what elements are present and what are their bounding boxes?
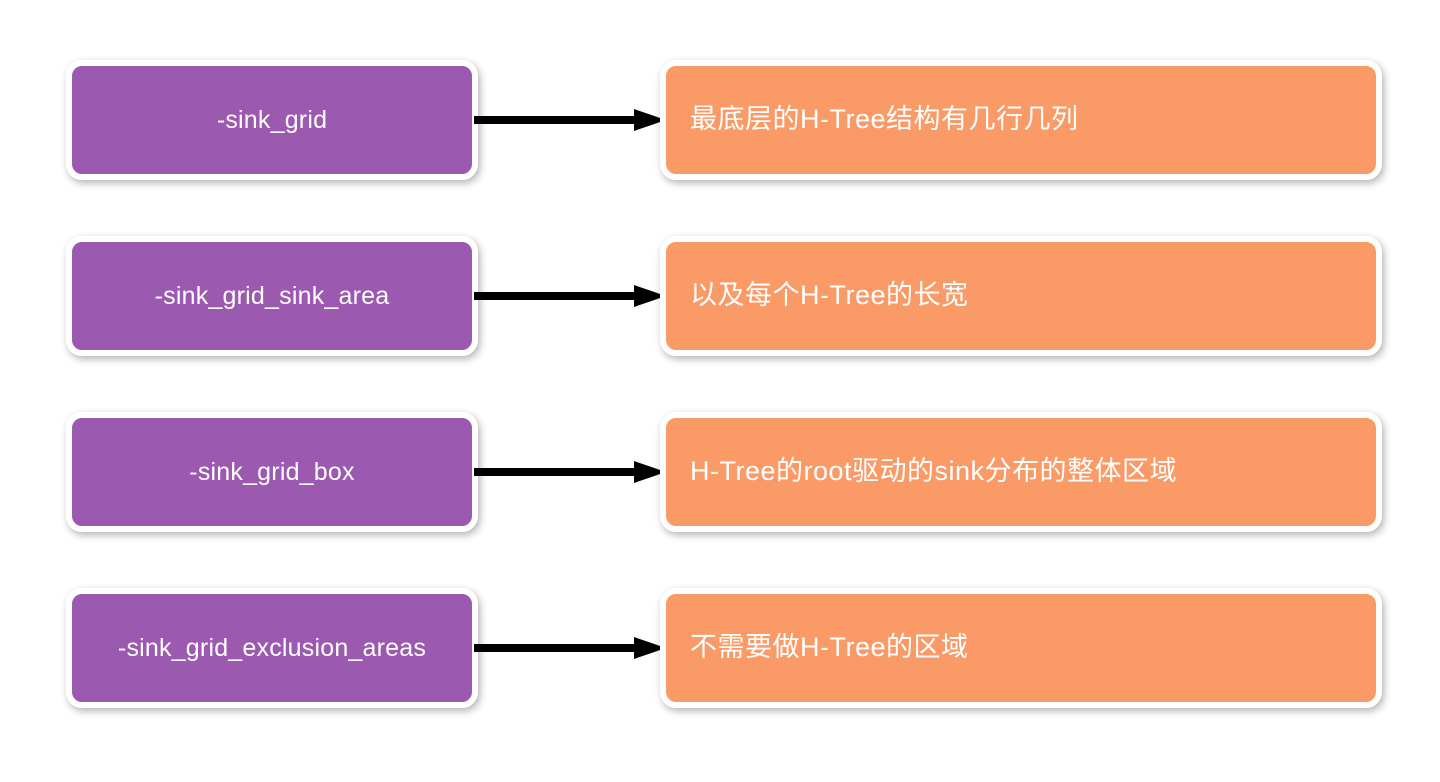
description-label: H-Tree的root驱动的sink分布的整体区域 xyxy=(690,456,1178,487)
term-box-sink-grid-box[interactable]: -sink_grid_box xyxy=(66,412,478,532)
description-label: 以及每个H-Tree的长宽 xyxy=(690,280,969,311)
arrow-right-icon xyxy=(474,284,666,308)
description-box-sink-grid-exclusion-areas[interactable]: 不需要做H-Tree的区域 xyxy=(660,588,1382,708)
arrow-right-icon xyxy=(474,108,666,132)
term-box-sink-grid-exclusion-areas[interactable]: -sink_grid_exclusion_areas xyxy=(66,588,478,708)
diagram-row: -sink_grid_box H-Tree的root驱动的sink分布的整体区域 xyxy=(0,412,1440,532)
term-label: -sink_grid xyxy=(216,105,328,134)
description-box-sink-grid-sink-area[interactable]: 以及每个H-Tree的长宽 xyxy=(660,236,1382,356)
arrow-right-icon xyxy=(474,460,666,484)
arrow-right-icon xyxy=(474,636,666,660)
diagram-row: -sink_grid 最底层的H-Tree结构有几行几列 xyxy=(0,60,1440,180)
term-box-sink-grid-sink-area[interactable]: -sink_grid_sink_area xyxy=(66,236,478,356)
description-box-sink-grid[interactable]: 最底层的H-Tree结构有几行几列 xyxy=(660,60,1382,180)
diagram-row: -sink_grid_sink_area 以及每个H-Tree的长宽 xyxy=(0,236,1440,356)
description-label: 最底层的H-Tree结构有几行几列 xyxy=(690,104,1079,135)
term-label: -sink_grid_exclusion_areas xyxy=(117,633,427,662)
term-label: -sink_grid_box xyxy=(189,457,355,486)
description-label: 不需要做H-Tree的区域 xyxy=(690,632,969,663)
description-box-sink-grid-box[interactable]: H-Tree的root驱动的sink分布的整体区域 xyxy=(660,412,1382,532)
term-box-sink-grid[interactable]: -sink_grid xyxy=(66,60,478,180)
term-label: -sink_grid_sink_area xyxy=(154,281,390,310)
diagram-row: -sink_grid_exclusion_areas 不需要做H-Tree的区域 xyxy=(0,588,1440,708)
